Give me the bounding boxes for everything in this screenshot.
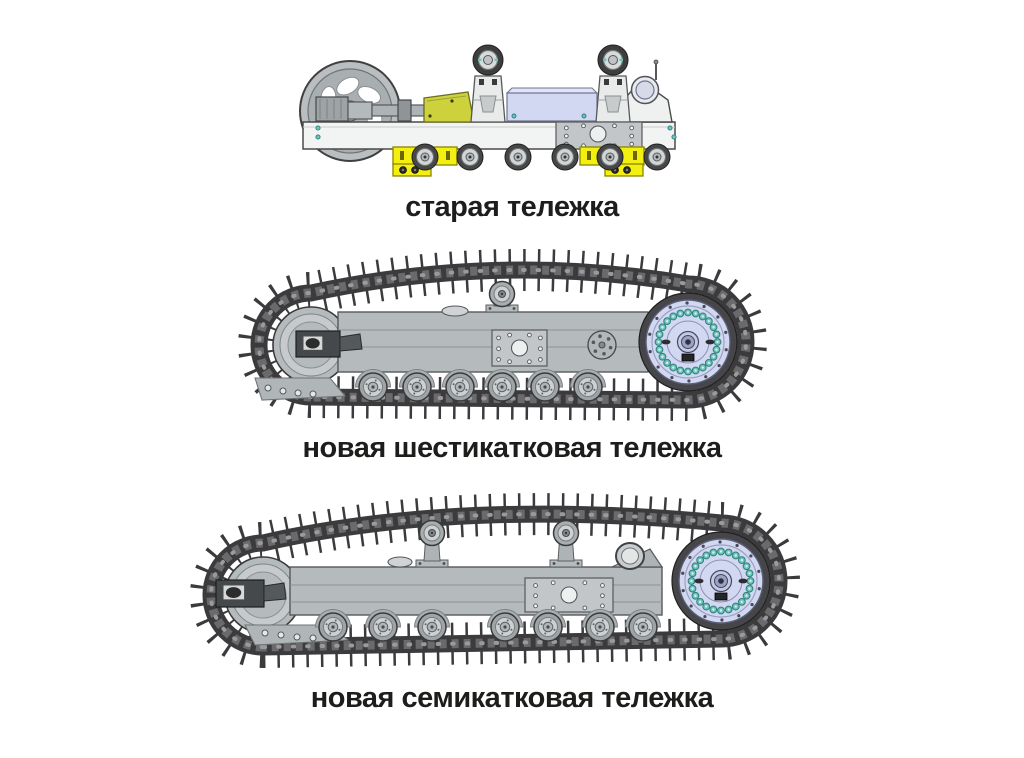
seven-roller-bogie-illustration — [190, 493, 800, 669]
support-roller — [485, 280, 519, 313]
road-wheel — [487, 372, 517, 402]
road-wheel — [490, 612, 520, 642]
track-pins — [257, 267, 748, 403]
filler-cap — [441, 305, 469, 317]
track-tensioner — [215, 579, 287, 608]
road-wheel — [368, 612, 398, 642]
road-wheel — [318, 612, 348, 642]
road-wheel — [402, 372, 432, 402]
road-wheel — [445, 372, 475, 402]
road-wheel — [533, 612, 563, 642]
road-wheel — [504, 143, 532, 171]
track-tensioner — [295, 330, 363, 358]
caption-old-bogie: старая тележка — [405, 191, 619, 223]
old-bogie-illustration — [299, 44, 677, 177]
gearbox — [423, 91, 475, 123]
road-wheel — [456, 143, 484, 171]
road-wheel — [530, 372, 560, 402]
road-wheel — [551, 143, 579, 171]
support-roller — [415, 519, 449, 568]
road-wheel — [628, 612, 658, 642]
road-wheel — [411, 143, 439, 171]
caption-seven-roller-bogie: новая семикатковая тележка — [310, 682, 714, 714]
track-chain — [190, 493, 800, 669]
road-wheel — [643, 143, 671, 171]
caption-six-roller-bogie: новая шестикатковая тележка — [302, 432, 722, 464]
top-roller — [470, 44, 506, 123]
support-roller — [549, 519, 583, 568]
track-links — [206, 509, 784, 652]
road-wheel — [417, 612, 447, 642]
road-wheel — [596, 143, 624, 171]
bolt-plate — [491, 329, 548, 367]
track-chain — [238, 248, 767, 422]
track-pins — [209, 512, 781, 650]
top-roller — [595, 44, 631, 123]
cover-box — [505, 87, 599, 122]
seven-roller-bogie — [190, 493, 800, 669]
spoke-cutout — [336, 76, 360, 96]
road-wheel — [573, 372, 603, 402]
drive-sprocket — [638, 292, 738, 392]
engine-block — [315, 96, 425, 122]
axle-flange — [587, 330, 617, 360]
road-wheel — [585, 612, 615, 642]
road-wheel — [358, 372, 388, 402]
drive-sprocket — [671, 531, 771, 631]
six-roller-bogie — [238, 248, 767, 422]
old-bogie — [299, 44, 677, 177]
six-roller-bogie-illustration — [238, 248, 767, 422]
filler-cap — [387, 556, 413, 568]
bolt-plate — [524, 577, 614, 613]
